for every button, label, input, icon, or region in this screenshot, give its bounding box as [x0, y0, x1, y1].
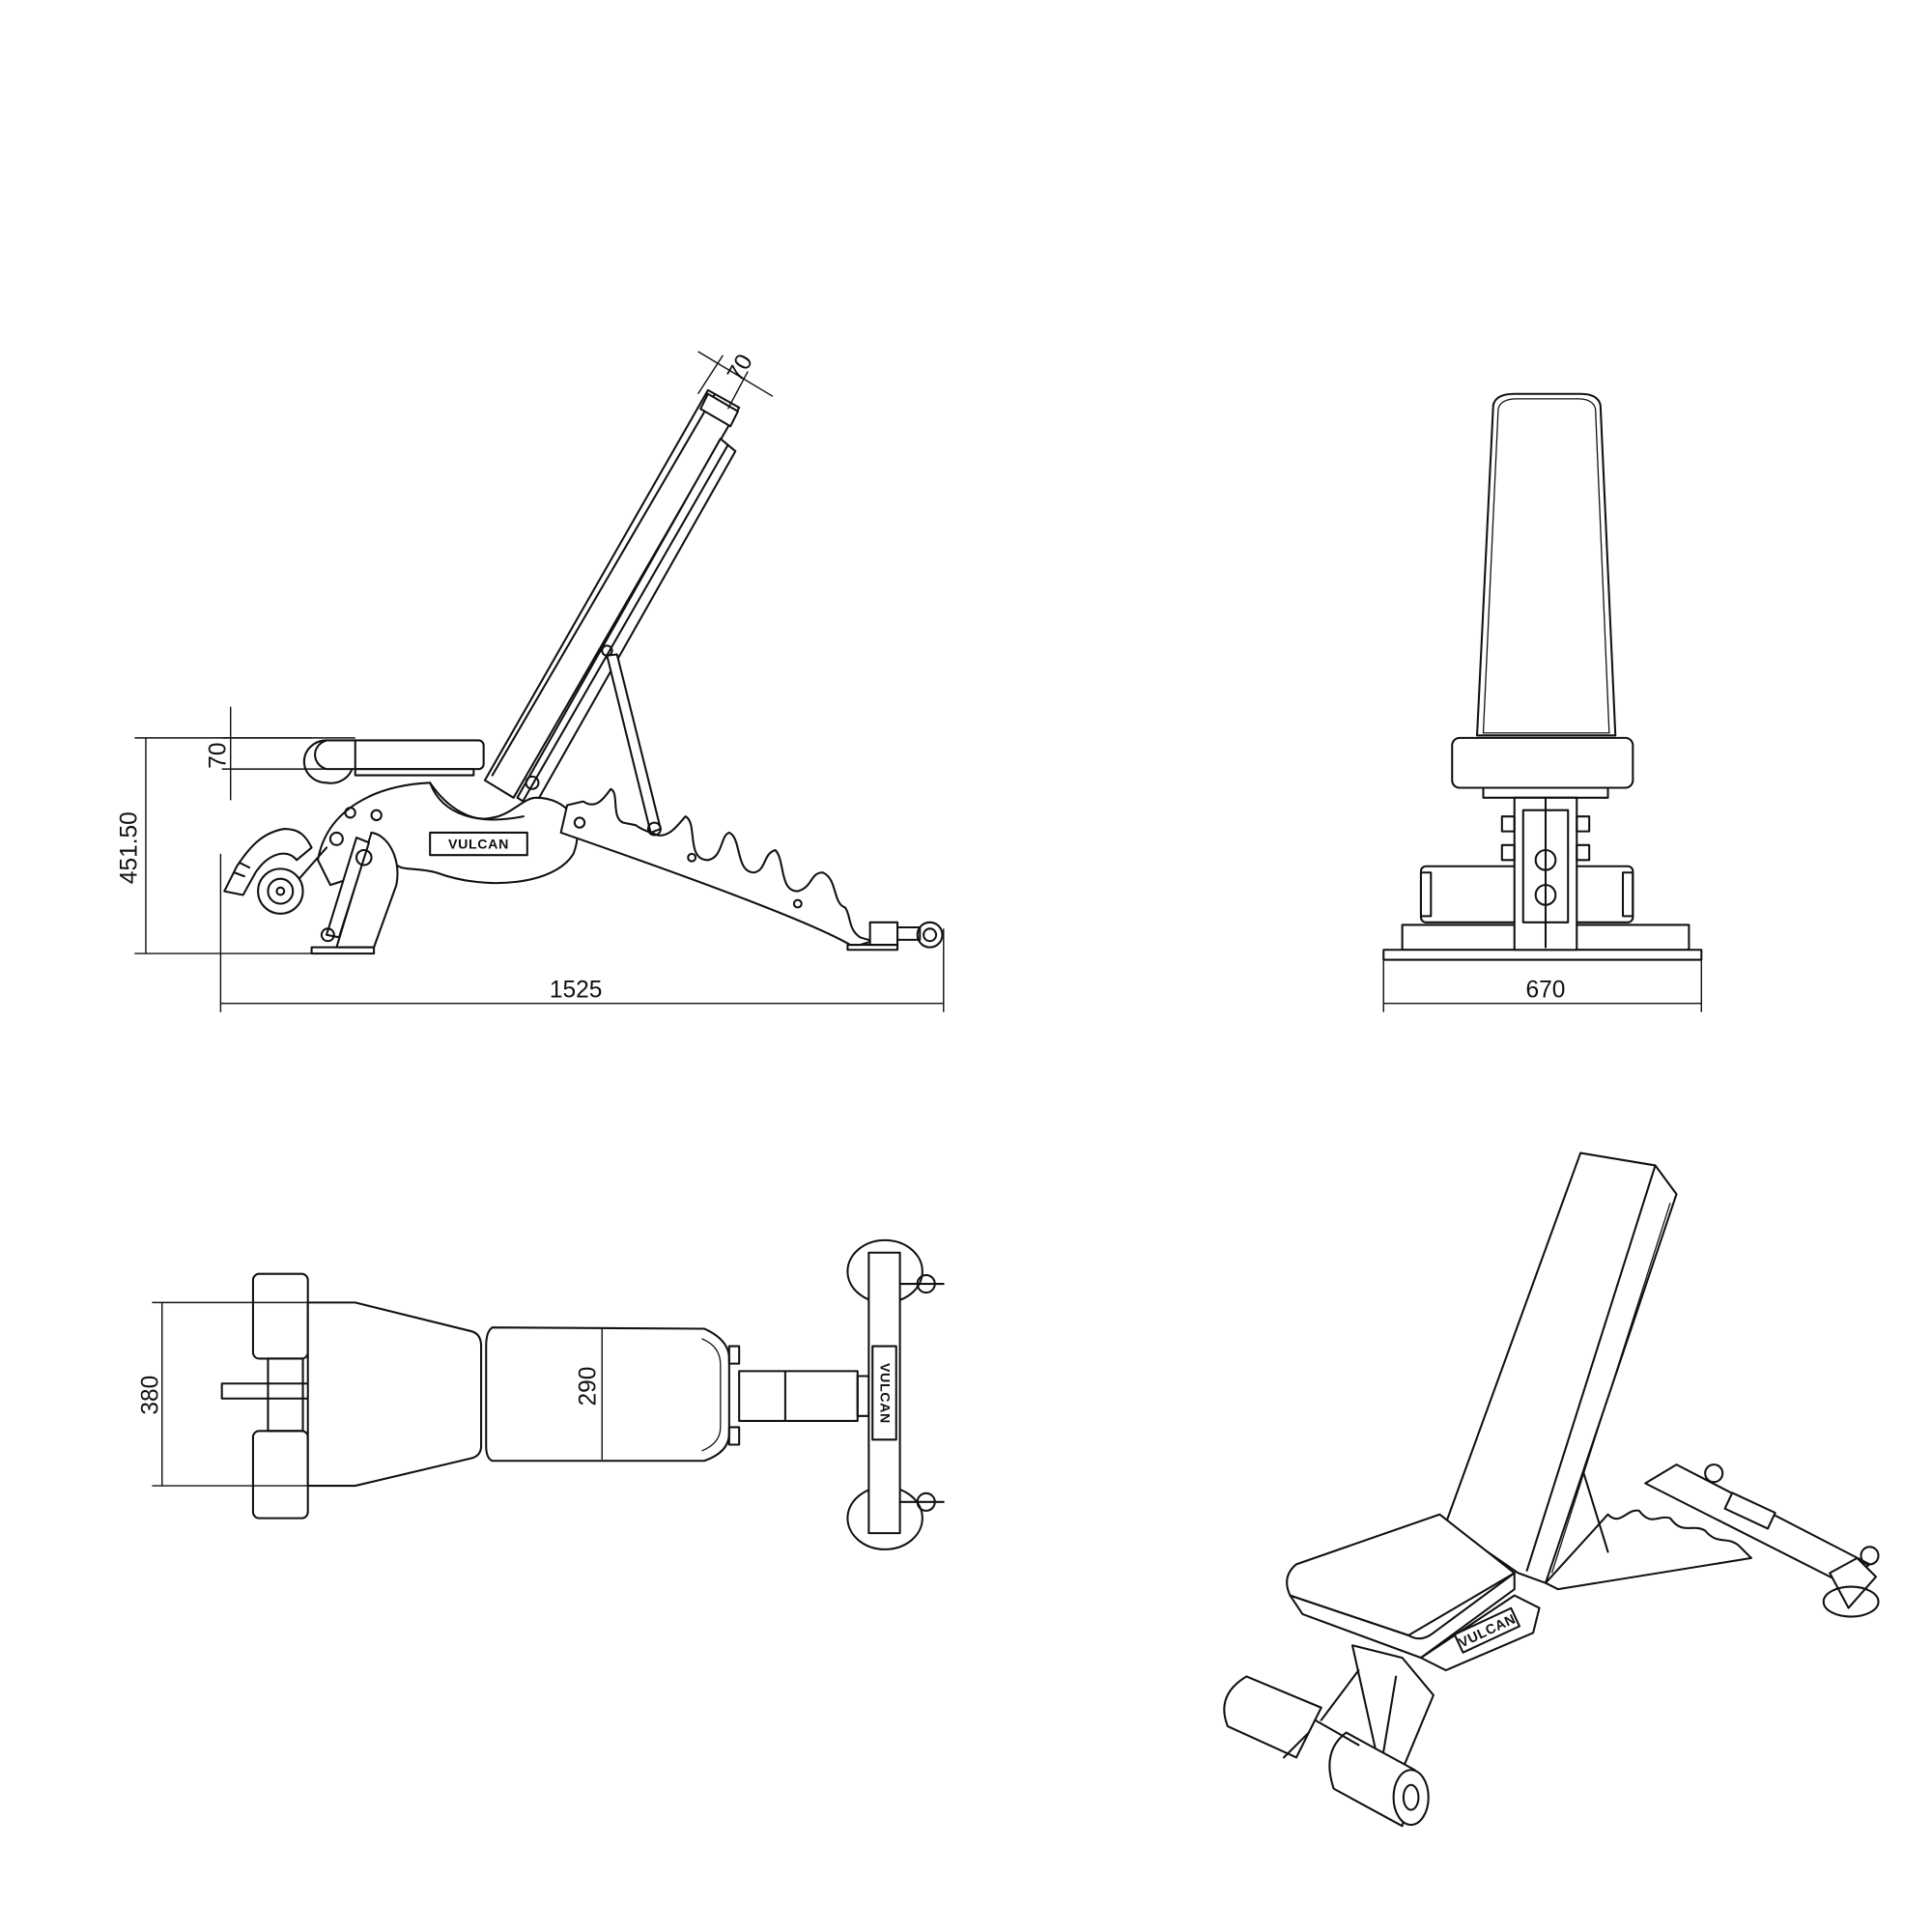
dim-seat-thickness: 70 [205, 706, 355, 801]
front-backrest [1476, 392, 1617, 737]
dim-frame-width: 380 [138, 1301, 308, 1487]
svg-text:451.50: 451.50 [117, 811, 143, 884]
iso-leg-roller-left [1223, 1675, 1322, 1759]
side-leg-roller [257, 867, 304, 915]
top-view: VULCAN 380 290 [138, 1238, 945, 1550]
front-seat [1451, 736, 1634, 789]
dim-height: 451.50 [117, 737, 375, 954]
top-rail [738, 1370, 859, 1422]
side-rear-rail [559, 787, 874, 947]
side-backrest [483, 388, 741, 799]
top-brand-plate [871, 1345, 897, 1441]
iso-brand-plate [1453, 1606, 1520, 1654]
side-front-leg [335, 831, 399, 949]
top-backrest [485, 1326, 730, 1463]
iso-teeth-frame [1544, 1509, 1752, 1591]
svg-text:380: 380 [138, 1376, 164, 1415]
top-leg-roller-upper [251, 1272, 309, 1360]
svg-text:70: 70 [723, 350, 758, 385]
svg-text:70: 70 [205, 743, 231, 769]
svg-text:290: 290 [576, 1367, 602, 1406]
brand-label: VULCAN [448, 838, 509, 853]
side-brand-plate [429, 831, 528, 857]
top-leg-roller-lower [251, 1430, 309, 1520]
svg-text:VULCAN: VULCAN [876, 1363, 892, 1424]
svg-text:1525: 1525 [550, 977, 603, 1003]
side-rear-wheel [916, 921, 944, 949]
iso-front-leg [1350, 1644, 1435, 1772]
dim-width: 670 [1382, 959, 1702, 1012]
svg-text:670: 670 [1526, 977, 1566, 1003]
top-seat [306, 1301, 483, 1488]
isometric-view: VULCAN [1223, 1151, 1880, 1828]
front-base [1382, 949, 1703, 961]
side-seat-pad [314, 739, 485, 771]
dim-length: 1525 [219, 853, 945, 1012]
front-view: 670 [1382, 392, 1703, 1012]
side-view: VULCAN 70 [117, 350, 945, 1012]
dim-pad-width: 290 [576, 1328, 603, 1460]
